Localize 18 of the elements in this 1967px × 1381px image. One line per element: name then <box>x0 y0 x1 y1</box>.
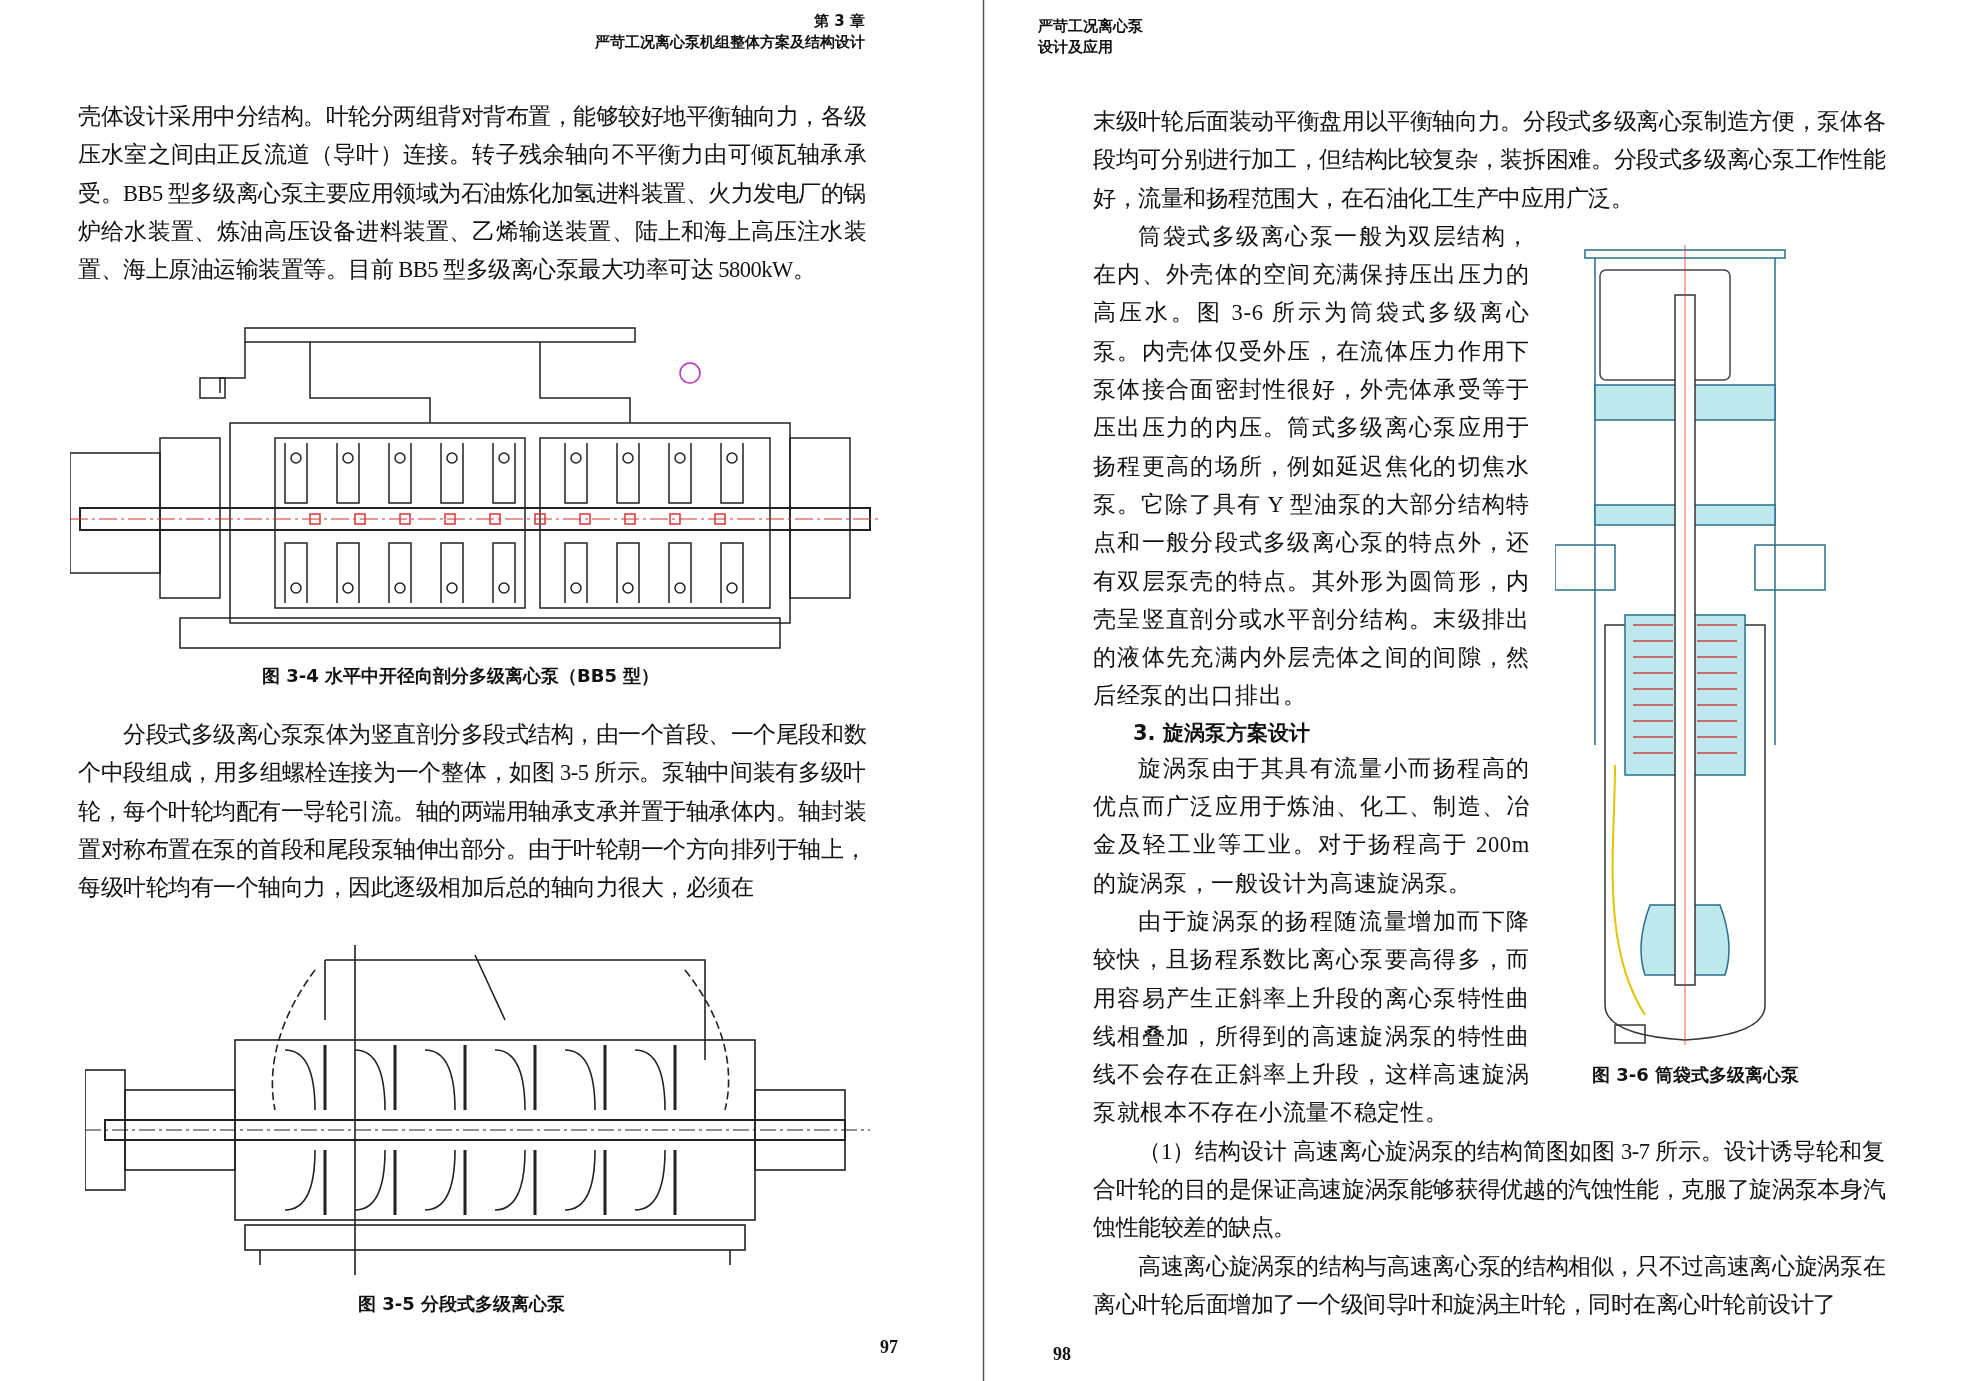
body-paragraph: 由于旋涡泵的扬程随流量增加而下降较快，且扬程系数比离心泵要高得多，而用容易产生正斜率上升段的离心泵特性曲线相叠加，所得到的高速旋涡泵的特性曲线不会存在正斜率上升段，这样高速旋涡泵就根本不存在小流量不稳定性。 <box>1093 907 1530 1128</box>
body-paragraph: 末级叶轮后面装动平衡盘用以平衡轴向力。分段式多级离心泵制造方便，泵体各段均可分别进行加工，但结构比较复杂，装拆困难。分段式多级离心泵工作性能好，流量和扬程范围大，在石油化工生产中应用广泛。 <box>1093 108 1885 213</box>
body-paragraph: 旋涡泵由于其具有流量小而扬程高的优点而广泛应用于炼油、化工、制造、冶金及轻工业等工业。对于扬程高于 200m 的旋涡泵，一般设计为高速旋涡泵。 <box>1093 754 1530 898</box>
chapter-number: 第 3 章 <box>813 12 865 31</box>
body-paragraph: 筒袋式多级离心泵一般为双层结构，在内、外壳体的空间充满保持压出压力的高压水。图 3-6 所示为筒袋式多级离心泵。内壳体仅受外压，在流体压力作用下泵体接合面密封性很好，外壳体承受等于压出压力的内压。筒式多级离心泵应用于扬程更高的场所，例如延迟焦化的切焦水泵。它除了具有 Y 型油泵的大部分结构特点和一般分段式多级离心泵的特点外，还有双层泵壳的特点。其外形为圆筒形，内壳呈竖直剖分或水平剖分结构。末级排出的液体先充满内外层壳体之间的间隙，然后经泵的出口排出。 <box>1093 222 1530 711</box>
page-number: 98 <box>1053 1344 1072 1365</box>
running-header: 设计及应用 <box>1038 38 1114 57</box>
running-header: 严苛工况离心泵 <box>1038 17 1144 36</box>
figure-caption: 图 3-6 筒袋式多级离心泵 <box>1592 1063 1801 1087</box>
body-paragraph: 分段式多级离心泵泵体为竖直剖分多段式结构，由一个首段、一个尾段和数个中段组成，用多组螺栓连接为一个整体，如图 3-5 所示。泵轴中间装有多级叶轮，每个叶轮均配有一导轮引流。轴的两端用轴承支承并置于轴承体内。轴封装置对称布置在泵的首段和尾段泵轴伸出部分。由于叶轮朝一个方向排列于轴上，每级叶轮均有一个轴向力，因此逐级相加后总的轴向力很大，必须在 <box>78 721 866 903</box>
body-paragraph: 壳体设计采用中分结构。叶轮分两组背对背布置，能够较好地平衡轴向力，各级压水室之间由正反流道（导叶）连接。转子残余轴向不平衡力由可倾瓦轴承承受。BB5 型多级离心泵主要应用领域为石油炼化加氢进料装置、火力发电厂的锅炉给水装置、炼油高压设备进料装置、乙烯输送装置、陆上和海上高压注水装置、海上原油运输装置等。目前 BB5 型多级离心泵最大功率可达 5800kW。 <box>78 103 866 285</box>
figure-caption: 图 3-4 水平中开径向剖分多级离心泵（BB5 型） <box>262 664 661 688</box>
page-number: 97 <box>880 1337 899 1358</box>
body-paragraph: 高速离心旋涡泵的结构与高速离心泵的结构相似，只不过高速离心旋涡泵在离心叶轮后面增加了一个级间导叶和旋涡主叶轮，同时在离心叶轮前设计了 <box>1093 1252 1885 1319</box>
figure-caption: 图 3-5 分段式多级离心泵 <box>358 1292 567 1316</box>
section-heading: 3. 旋涡泵方案设计 <box>1133 719 1311 747</box>
body-paragraph: （1）结构设计 高速离心旋涡泵的结构简图如图 3-7 所示。设计诱导轮和复合叶轮的目的是保证高速旋涡泵能够获得优越的汽蚀性能，克服了旋涡泵本身汽蚀性能较差的缺点。 <box>1093 1137 1885 1243</box>
running-header: 严苛工况离心泵机组整体方案及结构设计 <box>594 33 865 52</box>
